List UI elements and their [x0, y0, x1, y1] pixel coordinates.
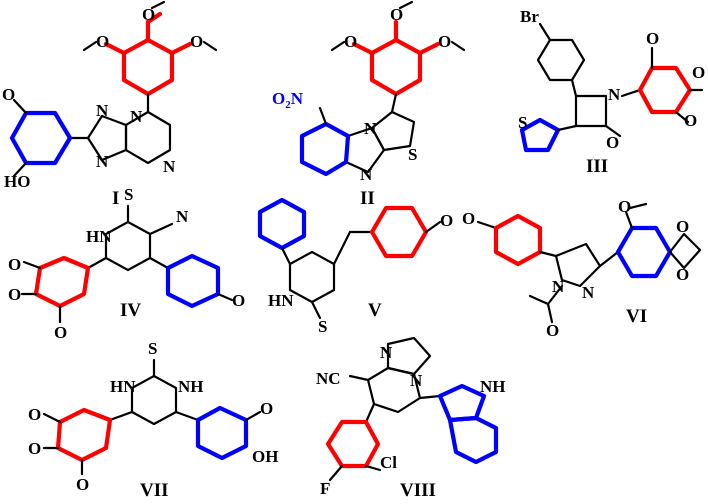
nitrogen-atom: N: [582, 283, 595, 302]
nitrogen-atom: N: [360, 165, 373, 184]
chlorine-atom: Cl: [380, 453, 397, 472]
oxygen-atom: O: [546, 321, 559, 340]
compound-label-VIII: VIII: [400, 480, 436, 501]
sulfur-atom: S: [318, 317, 327, 336]
hydroxyl-group: HO: [4, 172, 30, 191]
sulfur-atom: S: [518, 113, 527, 132]
nh-group: HN: [86, 227, 112, 246]
nh-group: HN: [268, 291, 294, 310]
oxygen-atom: O: [462, 209, 475, 228]
nitrogen-atom: N: [552, 277, 565, 296]
sulfur-atom: S: [408, 145, 417, 164]
nitrogen-atom: N: [608, 85, 621, 104]
oxygen-atom: O: [54, 323, 67, 342]
oxygen-atom: O: [190, 32, 203, 51]
nitrogen-atom: N: [380, 343, 393, 362]
oxygen-atom: O: [76, 475, 89, 494]
oxygen-atom: O: [618, 197, 631, 216]
compound-VIII: N N NC Cl F NH VIII: [316, 336, 506, 501]
oxygen-atom: O: [96, 32, 109, 51]
nh-group: HN: [110, 377, 136, 396]
bromine-atom: Br: [520, 7, 539, 26]
oxygen-atom: O: [8, 285, 21, 304]
oxygen-atom: O: [676, 217, 689, 236]
nh-group: NH: [480, 377, 506, 396]
compound-IV: S HN N O O O O IV: [8, 185, 245, 342]
hydroxyl-group: OH: [252, 447, 278, 466]
oxygen-atom: O: [692, 63, 705, 82]
oxygen-atom: O: [28, 439, 41, 458]
nitrogen-atom: N: [96, 152, 109, 171]
compound-VI: O N N O O O O VI: [462, 197, 702, 340]
nitrogen-atom: N: [176, 207, 189, 226]
oxygen-atom: O: [28, 405, 41, 424]
oxygen-atom: O: [606, 133, 619, 152]
nitrogen-atom: N: [130, 107, 143, 126]
compound-label-III: III: [586, 156, 608, 177]
nitro-group: O2N: [272, 89, 304, 111]
nitrile-group: NC: [316, 369, 341, 388]
compound-label-V: V: [368, 300, 382, 321]
compound-VII: S HN NH O O O O OH VII: [28, 339, 278, 501]
oxygen-atom: O: [260, 399, 273, 418]
oxygen-atom: O: [438, 32, 451, 51]
compound-label-I: I: [112, 188, 119, 209]
compound-III: Br O N S O O O III: [518, 7, 705, 177]
oxygen-atom: O: [344, 32, 357, 51]
compound-label-II: II: [360, 188, 375, 209]
compound-II: O O O O2N N N S II: [272, 0, 466, 209]
nh-group: NH: [178, 377, 204, 396]
oxygen-atom: O: [232, 291, 245, 310]
oxygen-atom: O: [390, 5, 403, 24]
nitrogen-atom: N: [96, 101, 109, 120]
sulfur-atom: S: [148, 339, 157, 358]
oxygen-atom: O: [142, 5, 155, 24]
compound-label-VI: VI: [626, 306, 647, 327]
oxygen-atom: O: [684, 111, 697, 130]
sulfur-atom: S: [124, 185, 133, 204]
compound-label-IV: IV: [120, 300, 141, 321]
fluorine-atom: F: [320, 479, 330, 498]
nitrogen-atom: N: [163, 157, 176, 176]
nitrogen-atom: N: [364, 119, 377, 138]
oxygen-atom: O: [676, 265, 689, 284]
oxygen-atom: O: [440, 211, 453, 230]
oxygen-atom: O: [8, 255, 21, 274]
compound-label-VII: VII: [140, 480, 169, 501]
compound-I: O O O N N N N O HO I: [2, 0, 218, 209]
compound-V: HN S O V: [257, 197, 453, 336]
oxygen-atom: O: [646, 29, 659, 48]
oxygen-atom: O: [2, 85, 15, 104]
